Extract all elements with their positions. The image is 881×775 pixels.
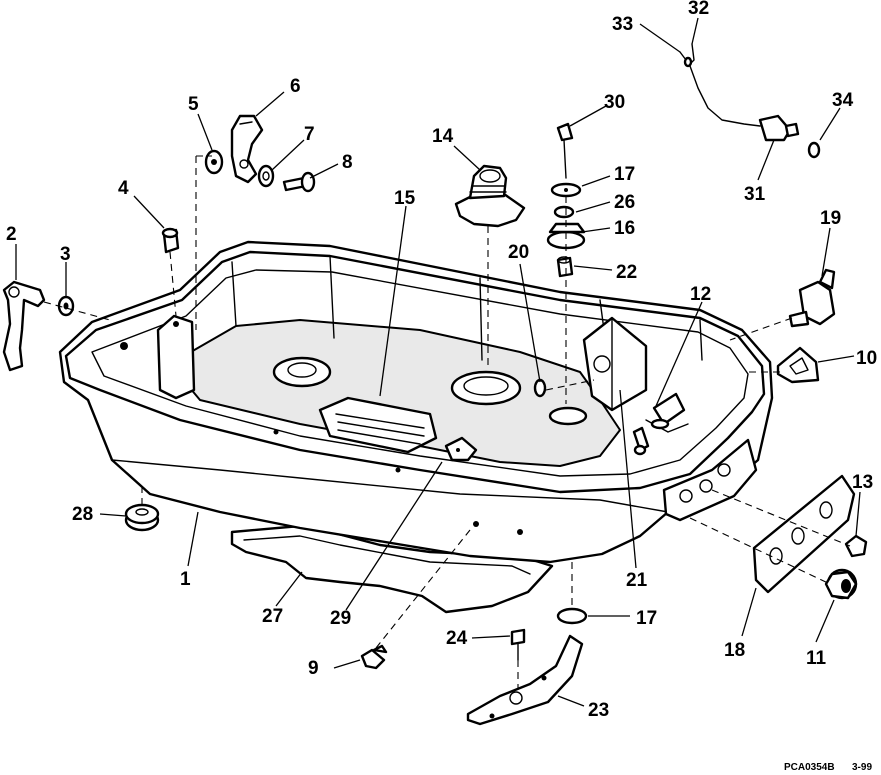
callout-13: 13: [852, 472, 873, 493]
part-2-lever: [2, 280, 46, 372]
callout-12: 12: [690, 284, 711, 305]
part-26-washer: [553, 205, 575, 219]
part-17-washer: [550, 182, 582, 198]
part-19-fitting: [788, 268, 836, 328]
callout-1: 1: [180, 569, 191, 590]
callout-29: 29: [330, 608, 351, 629]
callout-22: 22: [616, 262, 637, 283]
callout-21: 21: [626, 570, 648, 591]
part-31-connector: [689, 65, 800, 142]
callout-2: 2: [6, 224, 17, 245]
part-28-grommet: [124, 503, 160, 532]
part-18-gasket: [752, 474, 856, 594]
callout-30: 30: [604, 92, 625, 113]
part-14-grommet: [454, 164, 526, 228]
callout-numbers: 1 2 3 4 5 6 7 8 9 10 11 12 13 14 15 16 1…: [6, 0, 877, 721]
callout-7: 7: [304, 124, 315, 145]
figure-code: PCA0354B: [784, 762, 835, 773]
callout-24: 24: [446, 628, 468, 649]
callout-17-upper: 17: [614, 164, 635, 185]
callout-3: 3: [60, 244, 71, 265]
callout-23: 23: [588, 700, 609, 721]
callout-28: 28: [72, 504, 93, 525]
figure-date: 3-99: [852, 762, 872, 773]
part-24-bolt: [510, 628, 526, 661]
part-34-fastener: [807, 141, 821, 159]
part-5-washer: [204, 149, 224, 175]
callout-32: 32: [688, 0, 709, 19]
callout-9: 9: [308, 658, 319, 679]
part-11-plug: [824, 568, 858, 600]
callout-11: 11: [806, 648, 827, 669]
callout-31: 31: [744, 184, 766, 205]
callout-16: 16: [614, 218, 635, 239]
part-22-bushing: [556, 256, 574, 278]
part-7-washer: [257, 164, 275, 188]
part-23-bracket: [466, 634, 584, 726]
part-8-screw: [282, 171, 316, 193]
callout-6: 6: [290, 76, 301, 97]
callout-18: 18: [724, 640, 745, 661]
callout-27: 27: [262, 606, 283, 627]
part-20-washer: [533, 378, 547, 398]
lower-engine-cover-pan: [58, 240, 774, 614]
callout-17-lower: 17: [636, 608, 657, 629]
part-32-33-wire-ends: [679, 43, 695, 68]
part-13-plug: [844, 534, 868, 558]
callout-20: 20: [508, 242, 529, 263]
callout-26: 26: [614, 192, 635, 213]
alignment-lines: [43, 155, 851, 690]
callout-33: 33: [612, 14, 633, 35]
part-10-grommet: [776, 346, 820, 384]
callout-5: 5: [188, 94, 199, 115]
part-30-screw: [556, 122, 574, 179]
part-17-washer-lower: [556, 607, 588, 625]
part-3-washer: [57, 295, 75, 317]
callout-10: 10: [856, 348, 877, 369]
callout-4: 4: [118, 178, 129, 199]
callout-8: 8: [342, 152, 353, 173]
callout-34: 34: [832, 90, 854, 111]
part-9-cap: [360, 644, 388, 670]
part-21-screw: [632, 426, 650, 456]
part-4-fitting: [161, 227, 180, 254]
pan-internal-features: [156, 314, 689, 462]
callout-19: 19: [820, 208, 841, 229]
leader-lines: [15, 17, 861, 707]
part-6-latch-plate: [230, 114, 264, 184]
callout-14: 14: [432, 126, 454, 147]
callout-15: 15: [394, 188, 416, 209]
